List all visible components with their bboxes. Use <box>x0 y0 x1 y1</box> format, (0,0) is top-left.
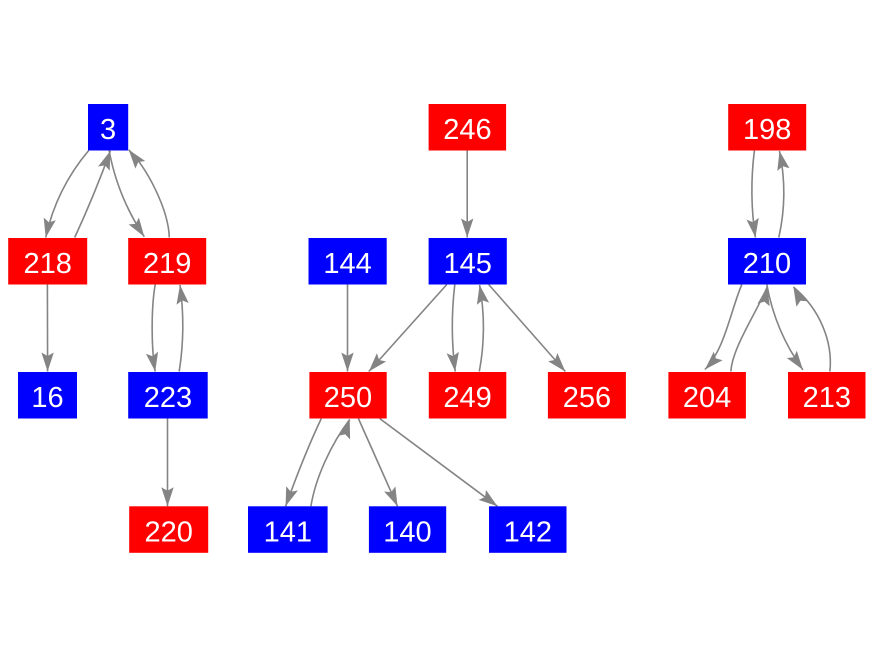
svg-text:218: 218 <box>24 248 72 280</box>
svg-text:204: 204 <box>683 382 731 414</box>
svg-text:249: 249 <box>443 382 491 414</box>
svg-text:213: 213 <box>803 382 851 414</box>
svg-text:16: 16 <box>31 382 63 414</box>
svg-text:145: 145 <box>444 248 492 280</box>
svg-text:198: 198 <box>743 114 791 146</box>
svg-text:144: 144 <box>323 248 371 280</box>
svg-text:246: 246 <box>443 114 491 146</box>
svg-text:140: 140 <box>383 516 431 548</box>
svg-text:3: 3 <box>100 114 116 146</box>
svg-text:223: 223 <box>144 382 192 414</box>
svg-text:141: 141 <box>264 516 312 548</box>
svg-text:210: 210 <box>743 248 791 280</box>
svg-text:220: 220 <box>145 516 193 548</box>
svg-text:142: 142 <box>504 516 552 548</box>
svg-text:219: 219 <box>143 248 191 280</box>
svg-text:250: 250 <box>324 382 372 414</box>
svg-text:256: 256 <box>563 382 611 414</box>
